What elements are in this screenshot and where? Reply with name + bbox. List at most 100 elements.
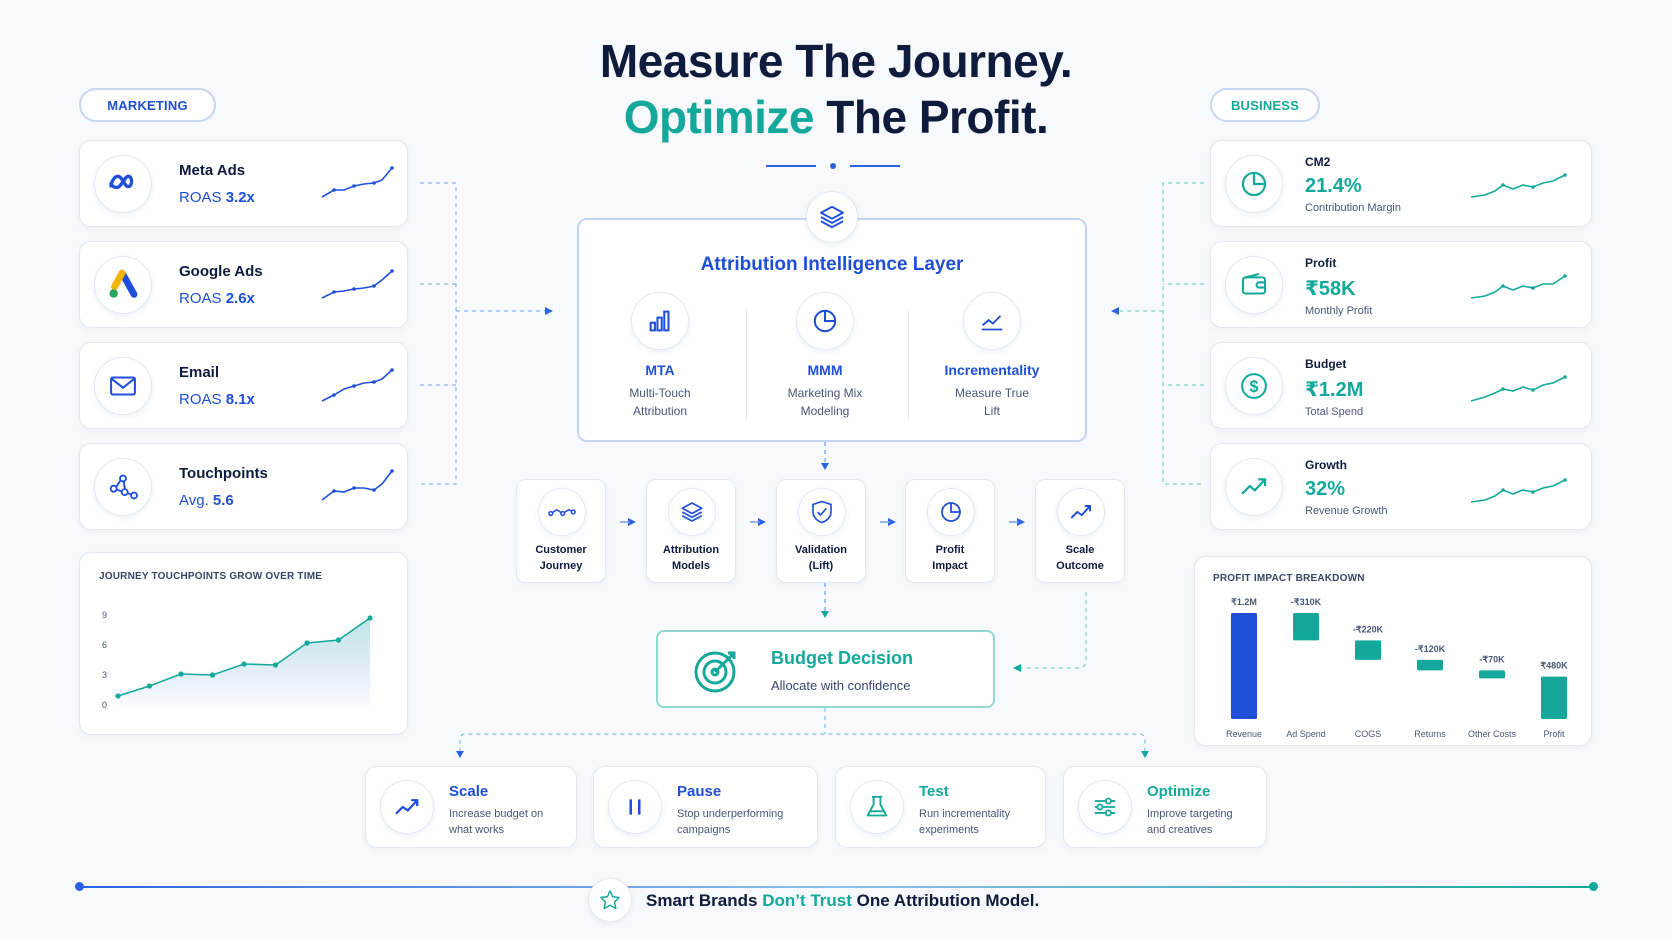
sparkline <box>1470 274 1567 299</box>
y-tick-label: 3 <box>102 670 107 680</box>
sparkline <box>321 469 394 501</box>
data-point <box>272 662 279 668</box>
sparkline <box>1470 173 1567 198</box>
marketing-pill: MARKETING <box>79 88 216 122</box>
method-sub: Marketing Mix <box>787 386 863 400</box>
journey-chart-title: JOURNEY TOUCHPOINTS GROW OVER TIME <box>99 571 323 582</box>
y-tick-label: 9 <box>102 610 107 620</box>
kpi-value: ₹58K <box>1305 278 1356 300</box>
step-label: Outcome <box>1056 560 1104 572</box>
channel-metric: Avg. 5.6 <box>179 492 234 509</box>
method-name: MMM <box>807 362 843 378</box>
area-fill <box>118 618 370 705</box>
channel-name: Email <box>179 364 220 381</box>
kpi-value: ₹1.2M <box>1305 379 1364 401</box>
method-incrementality[interactable]: Incrementality Measure True Lift <box>912 292 1072 420</box>
step-label: Impact <box>932 560 968 572</box>
step-label: Profit <box>935 544 965 556</box>
category-label: Ad Spend <box>1286 729 1326 739</box>
kpi-sub: Contribution Margin <box>1305 202 1401 214</box>
kpi-card-cm2[interactable]: CM2 21.4% Contribution Margin <box>1210 140 1592 227</box>
data-point <box>146 683 153 689</box>
decision-sub: Allocate with confidence <box>771 678 911 693</box>
kpi-value: 21.4% <box>1305 175 1362 197</box>
step-label: Customer <box>535 544 587 556</box>
data-label: -₹120K <box>1415 644 1446 654</box>
action-title: Test <box>919 783 949 800</box>
budget-decision-card[interactable]: Budget Decision Allocate with confidence <box>656 630 995 708</box>
channel-card-meta[interactable]: Meta Ads ROAS 3.2x <box>79 140 408 227</box>
divider <box>746 310 747 420</box>
data-point <box>209 672 216 678</box>
sparkline <box>321 368 394 402</box>
method-mmm[interactable]: MMM Marketing Mix Modeling <box>750 292 900 420</box>
action-title: Scale <box>449 783 489 800</box>
step-label: (Lift) <box>808 560 834 572</box>
kpi-sub: Monthly Profit <box>1305 305 1373 317</box>
kpi-sub: Revenue Growth <box>1305 505 1388 517</box>
lift-chart-icon <box>963 292 1021 350</box>
method-mta[interactable]: MTA Multi-Touch Attribution <box>585 292 735 420</box>
layers-icon <box>668 488 716 536</box>
star-icon <box>588 878 632 922</box>
touchpoints-icon <box>94 458 152 516</box>
kpi-card-profit[interactable]: Profit ₹58K Monthly Profit <box>1210 241 1592 328</box>
channel-card-google[interactable]: Google Ads ROAS 2.6x <box>79 241 408 328</box>
pie-chart-icon <box>927 488 975 536</box>
trend-up-icon <box>380 780 434 834</box>
action-title: Optimize <box>1147 783 1211 800</box>
action-title: Pause <box>677 783 722 800</box>
flask-icon <box>850 780 904 834</box>
bar <box>1231 613 1257 719</box>
kpi-card-growth[interactable]: Growth 32% Revenue Growth <box>1210 443 1592 530</box>
footer-line <box>79 886 1594 888</box>
sparkline <box>1470 478 1567 503</box>
channel-card-email[interactable]: Email ROAS 8.1x <box>79 342 408 429</box>
data-label: -₹70K <box>1479 654 1505 664</box>
method-name: Incrementality <box>944 362 1040 378</box>
bar <box>1355 640 1381 660</box>
data-point <box>335 637 342 643</box>
business-pill: BUSINESS <box>1210 88 1320 122</box>
kpi-card-budget[interactable]: $ Budget ₹1.2M Total Spend <box>1210 342 1592 429</box>
footer-dot-right <box>1589 882 1598 891</box>
category-label: Returns <box>1414 729 1446 739</box>
title-highlight: Optimize <box>623 91 815 143</box>
kpi-label: CM2 <box>1305 155 1331 169</box>
channel-card-touchpoints[interactable]: Touchpoints Avg. 5.6 <box>79 443 408 530</box>
step-validation[interactable]: Validation(Lift) <box>776 479 866 583</box>
kpi-label: Profit <box>1305 256 1337 270</box>
data-point <box>115 693 121 699</box>
growth-icon <box>1225 458 1283 516</box>
pie-chart-icon <box>796 292 854 350</box>
title-divider <box>766 161 906 171</box>
channel-metric: ROAS 8.1x <box>179 391 255 408</box>
channel-metric: ROAS 2.6x <box>179 290 255 307</box>
data-label: ₹1.2M <box>1231 597 1257 607</box>
bar <box>1293 613 1319 641</box>
sparkline <box>321 166 394 198</box>
step-label: Models <box>672 560 710 572</box>
kpi-sub: Total Spend <box>1305 406 1364 418</box>
wallet-icon <box>1225 256 1283 314</box>
bar <box>1479 670 1505 679</box>
data-label: -₹310K <box>1291 597 1322 607</box>
journey-path-icon <box>538 488 586 536</box>
data-point <box>304 640 310 646</box>
